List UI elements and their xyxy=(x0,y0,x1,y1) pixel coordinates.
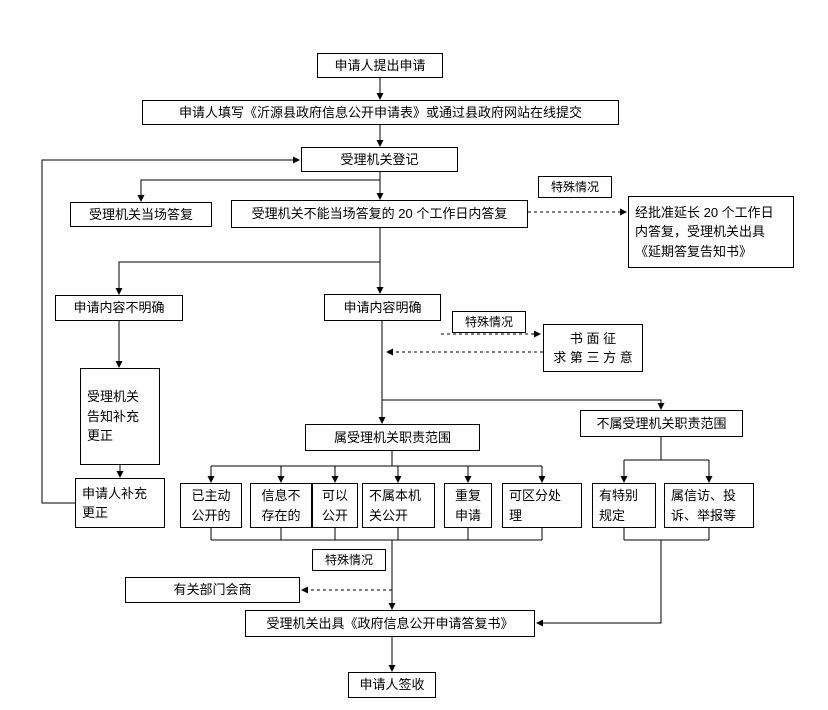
node-register: 受理机关登记 xyxy=(301,147,458,172)
node-divisible: 可区分处 理 xyxy=(502,483,582,528)
node-supplement: 申请人补充 更正 xyxy=(75,478,165,528)
node-clear: 申请内容明确 xyxy=(324,294,441,321)
node-reply-doc: 受理机关出具《政府信息公开申请答复书》 xyxy=(245,610,535,637)
node-special-rule: 有特别 规定 xyxy=(592,483,656,528)
node-can-public: 可以 公开 xyxy=(312,483,358,528)
node-unclear: 申请内容不明确 xyxy=(55,295,183,321)
node-sign: 申请人签收 xyxy=(348,672,436,698)
node-third-party: 书 面 征 求 第 三 方 意 xyxy=(543,324,643,372)
node-already-public: 已主动 公开的 xyxy=(180,483,242,528)
node-special-case-3: 特殊情况 xyxy=(312,549,386,571)
node-extension: 经批准延长 20 个工作日 内答复，受理机关出具 《延期答复告知书》 xyxy=(628,196,794,268)
node-onspot-reply: 受理机关当场答复 xyxy=(70,202,212,227)
node-out-scope: 不属受理机关职责范围 xyxy=(580,410,743,437)
node-repeat-apply: 重复 申请 xyxy=(444,483,492,528)
node-reply-20days: 受理机关不能当场答复的 20 个工作日内答复 xyxy=(231,200,528,228)
node-consult: 有关部门会商 xyxy=(125,577,300,603)
node-in-scope: 属受理机关职责范围 xyxy=(305,424,480,451)
node-not-exist: 信息不 存在的 xyxy=(250,483,312,528)
node-notify-supplement: 受理机关 告知补充 更正 xyxy=(80,368,160,465)
node-special-case-1: 特殊情况 xyxy=(538,176,612,198)
node-not-this-org: 不属本机 关公开 xyxy=(362,483,435,528)
node-apply: 申请人提出申请 xyxy=(317,53,443,78)
node-petition: 属信访、投 诉、举报等 xyxy=(664,483,754,528)
node-special-case-2: 特殊情况 xyxy=(452,311,526,333)
node-fill-form: 申请人填写《沂源县政府信息公开申请表》或通过县政府网站在线提交 xyxy=(142,100,619,125)
